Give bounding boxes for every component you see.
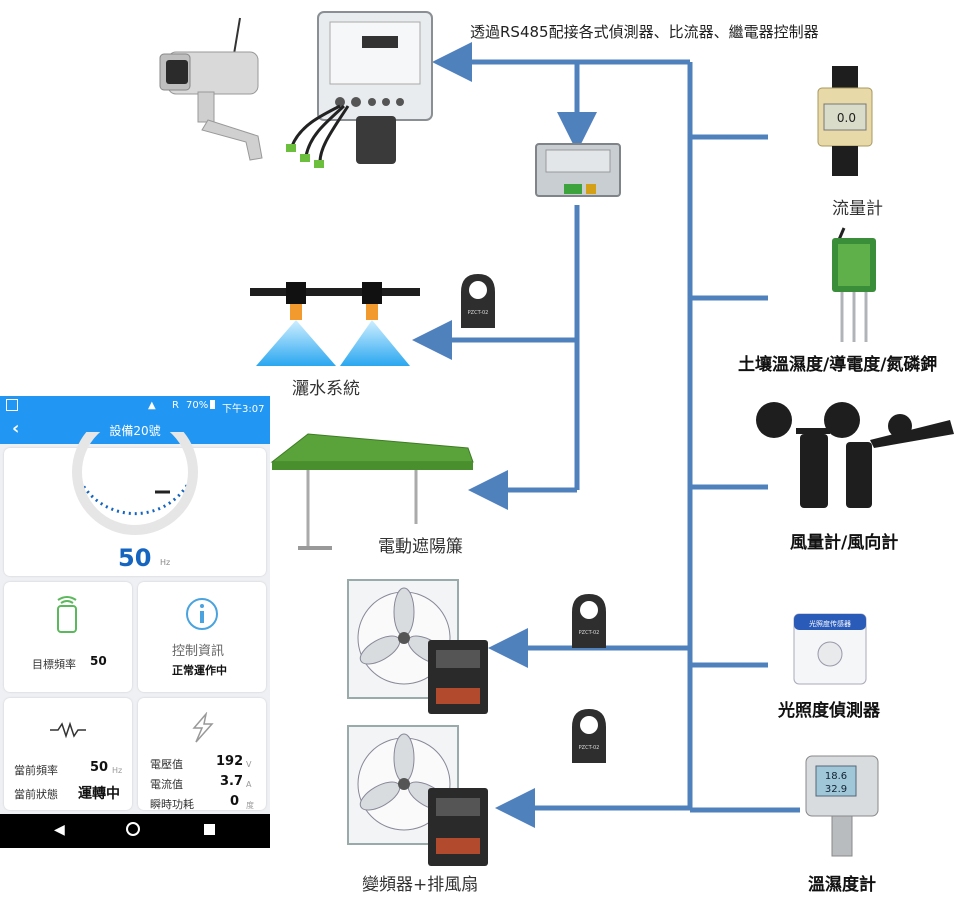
energy-label: 瞬時功耗 (150, 798, 194, 811)
wifi-signal-icon: ▲ (148, 400, 156, 411)
info-icon (186, 598, 218, 630)
lightning-icon (192, 712, 214, 743)
wind-sensor-label: 風量計/風向計 (790, 533, 899, 553)
target-frequency-card[interactable]: 目標頻率 50 (4, 582, 132, 692)
awning-label: 電動遮陽簾 (378, 537, 463, 557)
device-title: 設備20號 (109, 424, 161, 438)
th-display-temp: 18.6 (825, 771, 847, 782)
frequency-gauge-card: 50 Hz (4, 432, 266, 576)
phone-app-screen: ▲ R 70% 下午3:07 ‹ 設備20號 50 Hz 目標頻率 50 (0, 396, 270, 848)
power-readings-card: 電壓值 192 V 電流值 3.7 A 瞬時功耗 0 度 (138, 698, 266, 811)
exhaust-fan-vfd-1-image (347, 579, 488, 714)
android-nav-bar: ◀ (0, 814, 270, 848)
flow-meter-image: 0.0 (817, 66, 873, 176)
th-display-humidity: 32.9 (825, 784, 847, 795)
voltage-label: 電壓值 (150, 758, 183, 771)
soil-sensor-image (832, 227, 876, 342)
screenshot-icon (6, 399, 18, 411)
energy-value: 0 (230, 794, 240, 809)
flow-meter-label: 流量計 (832, 199, 883, 219)
battery-percent: 70% (186, 400, 209, 411)
light-sensor-panel-text: 光照度传感器 (809, 619, 851, 628)
light-sensor-image: 光照度传感器 (793, 613, 867, 685)
ct-model-1: PZCT-02 (468, 310, 489, 316)
vfd-fan-label: 變頻器+排風扇 (362, 875, 479, 895)
temp-humidity-label: 溫濕度計 (808, 875, 876, 895)
nav-recents-icon[interactable] (204, 824, 215, 835)
rs485-relay-module-image (535, 143, 621, 197)
control-info-status: 正常運作中 (172, 664, 227, 677)
current-value: 3.7 (220, 774, 244, 789)
current-frequency-value: 50 (90, 760, 109, 775)
voltage-unit: V (246, 760, 252, 769)
current-unit: A (246, 780, 252, 789)
anemometer-image (756, 402, 954, 508)
nav-back-icon[interactable]: ◀ (54, 822, 65, 838)
exhaust-fan-vfd-2-image (347, 725, 488, 866)
waveform-icon (50, 721, 86, 739)
control-info-card[interactable]: 控制資訊 正常運作中 (138, 582, 266, 692)
current-transformer-1-image: PZCT-02 (461, 274, 495, 328)
ip-camera-image (159, 17, 263, 161)
signal-r-indicator: R (172, 400, 179, 411)
remote-control-icon (57, 596, 77, 633)
soil-sensor-label: 土壤溫濕度/導電度/氮磷鉀 (738, 355, 938, 375)
gauge-value: 50 (118, 544, 152, 572)
current-state-value: 運轉中 (78, 786, 120, 802)
sprinkler-image (250, 282, 420, 366)
control-info-title: 控制資訊 (172, 644, 225, 659)
current-status-card: 當前頻率 50 Hz 當前狀態 運轉中 (4, 698, 132, 810)
voltage-value: 192 (216, 754, 244, 769)
status-time: 下午3:07 (222, 404, 265, 415)
current-transformer-3-image: PZCT-02 (572, 709, 606, 763)
status-bar: ▲ R 70% 下午3:07 (0, 396, 270, 416)
sprinkler-label: 灑水系統 (292, 379, 360, 399)
gauge-unit: Hz (160, 558, 171, 567)
current-frequency-unit: Hz (112, 766, 123, 775)
nav-home-icon[interactable] (126, 822, 140, 836)
current-transformer-2-image: PZCT-02 (572, 594, 606, 648)
rs485-caption: 透過RS485配接各式偵測器、比流器、繼電器控制器 (470, 23, 819, 41)
energy-unit: 度 (246, 801, 254, 810)
current-label: 電流值 (150, 778, 183, 791)
target-frequency-value: 50 (90, 654, 107, 668)
frequency-gauge[interactable] (60, 432, 210, 542)
target-frequency-label: 目標頻率 (32, 658, 76, 671)
current-state-label: 當前狀態 (14, 788, 58, 801)
battery-icon (210, 400, 215, 409)
flow-display-value: 0.0 (837, 111, 856, 125)
app-bar: ‹ 設備20號 (0, 416, 270, 444)
controller-box-image (286, 11, 433, 168)
temp-humidity-meter-image: 18.6 32.9 (805, 755, 879, 857)
electric-awning-image (270, 433, 474, 550)
ct-model-3: PZCT-02 (579, 745, 600, 751)
ct-model-2: PZCT-02 (579, 630, 600, 636)
back-arrow-icon[interactable]: ‹ (12, 418, 20, 439)
current-frequency-label: 當前頻率 (14, 764, 58, 777)
light-sensor-label: 光照度偵測器 (778, 701, 880, 721)
